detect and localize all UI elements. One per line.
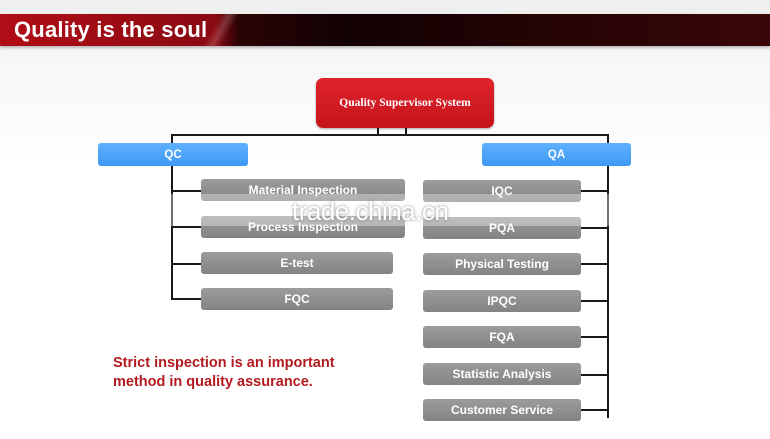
watermark-band	[0, 194, 770, 226]
connector-root-right	[405, 128, 407, 136]
connector-qa-spine	[607, 166, 609, 418]
connector-qa-7	[581, 409, 609, 411]
connector-qa-6	[581, 374, 609, 376]
connector-qa-1	[581, 190, 609, 192]
top-strip	[0, 0, 770, 14]
qa-item-ipqc: IPQC	[423, 290, 581, 312]
qc-node: QC	[98, 143, 248, 166]
qc-item-e-test: E-test	[201, 252, 393, 274]
banner-title: Quality is the soul	[14, 17, 208, 42]
watermark-text: trade.china.cn	[292, 196, 449, 226]
connector-drop-qa	[607, 134, 609, 144]
qa-item-customer-service: Customer Service	[423, 399, 581, 421]
connector-qc-2	[171, 226, 201, 228]
quality-note: Strict inspection is an important method…	[113, 355, 335, 390]
banner-accent-stripe	[202, 14, 240, 46]
qa-item-fqa: FQA	[423, 326, 581, 348]
connector-qc-1	[171, 190, 201, 192]
connector-root-left	[377, 128, 379, 136]
qc-item-fqc: FQC	[201, 288, 393, 310]
connector-qa-4	[581, 300, 609, 302]
qa-item-physical-testing: Physical Testing	[423, 253, 581, 275]
connector-drop-qc	[171, 134, 173, 144]
connector-qc-3	[171, 263, 201, 265]
connector-qc-spine	[171, 166, 173, 300]
connector-qa-3	[581, 263, 609, 265]
qa-item-statistic-analysis: Statistic Analysis	[423, 363, 581, 385]
title-banner: Quality is the soul	[0, 14, 770, 46]
qa-node: QA	[482, 143, 631, 166]
connector-qa-2	[581, 227, 609, 229]
root-node: Quality Supervisor System	[316, 78, 494, 128]
connector-qa-5	[581, 336, 609, 338]
connector-branch-horizontal	[171, 134, 609, 136]
connector-qc-4	[171, 298, 201, 300]
